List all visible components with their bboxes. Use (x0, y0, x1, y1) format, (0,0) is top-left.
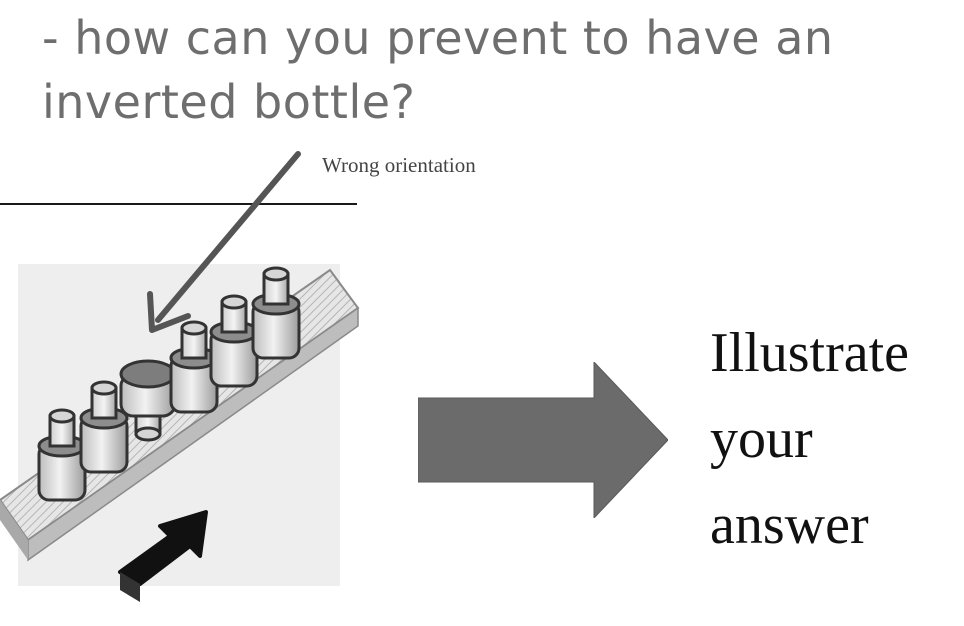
illustrate-your-answer-text: Illustrate your answer (710, 310, 909, 568)
bottle-inverted (119, 359, 177, 442)
bottle-upright-5 (251, 266, 301, 360)
bottle-upright-1 (37, 408, 87, 502)
question-text: - how can you prevent to have an inverte… (42, 6, 942, 134)
bottle-upright-4 (209, 294, 259, 388)
horizontal-rule (0, 203, 357, 205)
wrong-orientation-label: Wrong orientation (322, 153, 476, 177)
question-line-1: - how can you prevent to have an (42, 11, 834, 65)
bottle-conveyor-illustration (0, 151, 360, 602)
bottle-upright-3 (169, 320, 219, 414)
arrow-pointer-icon (147, 151, 301, 333)
bottle-upright-2 (79, 380, 129, 474)
question-line-2: inverted bottle? (42, 75, 416, 129)
cta-line-3: answer (710, 494, 869, 556)
cta-line-1: Illustrate (710, 322, 910, 384)
cta-line-2: your (710, 408, 813, 470)
right-arrow-icon (418, 362, 668, 518)
movement-direction-arrow-icon (118, 510, 208, 602)
